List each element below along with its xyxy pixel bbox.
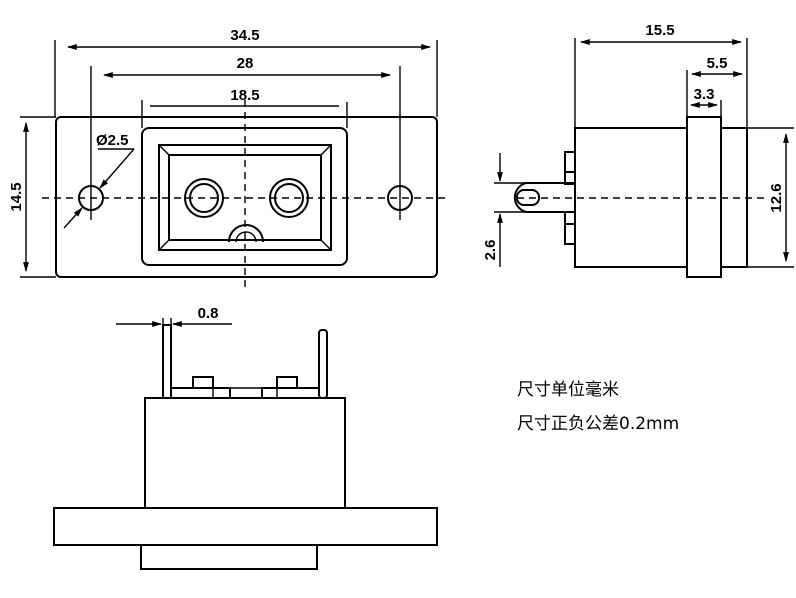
side-clip-top xyxy=(564,151,576,173)
clip-left xyxy=(170,387,231,398)
front-flange-outline xyxy=(55,116,438,278)
terminal-left xyxy=(162,324,172,399)
dim-front-depth: 5.5 xyxy=(707,55,728,72)
note-tolerance: 尺寸正负公差0.2mm xyxy=(517,414,680,434)
leader-line xyxy=(99,148,135,189)
clip-right xyxy=(261,387,319,398)
bevel-line xyxy=(158,239,170,251)
bevel-line xyxy=(158,144,170,156)
clip-left-tab xyxy=(192,376,214,389)
side-flange-outline xyxy=(686,116,722,278)
dim-terminal-width: 2.6 xyxy=(482,240,499,261)
side-view: 15.5 5.5 3.3 12.6 2.6 xyxy=(482,22,794,278)
leader-line xyxy=(63,207,83,229)
dim-overall-depth: 15.5 xyxy=(645,22,674,39)
dim-overall-width: 34.5 xyxy=(230,27,259,44)
side-clip-bottom xyxy=(564,211,576,225)
dim-body-height: 12.6 xyxy=(768,183,785,212)
bottom-flange-outline xyxy=(53,507,438,546)
solder-tab xyxy=(513,182,575,213)
bottom-view: 0.8 xyxy=(53,305,438,570)
dim-terminal-thickness: 0.8 xyxy=(198,305,219,322)
dim-flange-thickness: 3.3 xyxy=(694,86,715,103)
dim-socket-width: 18.5 xyxy=(230,87,259,104)
front-view: 34.5 28 18.5 Ø2.5 14.5 xyxy=(8,27,450,292)
polarity-key-inner xyxy=(235,231,257,243)
bottom-body-outline xyxy=(144,397,346,509)
bevel-line xyxy=(320,144,332,156)
side-clip-bottom-2 xyxy=(564,223,576,245)
bevel-line xyxy=(320,239,332,251)
dim-hole-diameter: Ø2.5 xyxy=(96,132,129,149)
note-units: 尺寸单位毫米 xyxy=(517,380,619,400)
clip-right-tab xyxy=(276,376,298,389)
dim-overall-height: 14.5 xyxy=(8,182,25,211)
polarity-key xyxy=(228,224,264,243)
dim-hole-spacing: 28 xyxy=(237,55,254,72)
terminal-right xyxy=(318,329,328,399)
bottom-front-outline xyxy=(140,544,318,570)
